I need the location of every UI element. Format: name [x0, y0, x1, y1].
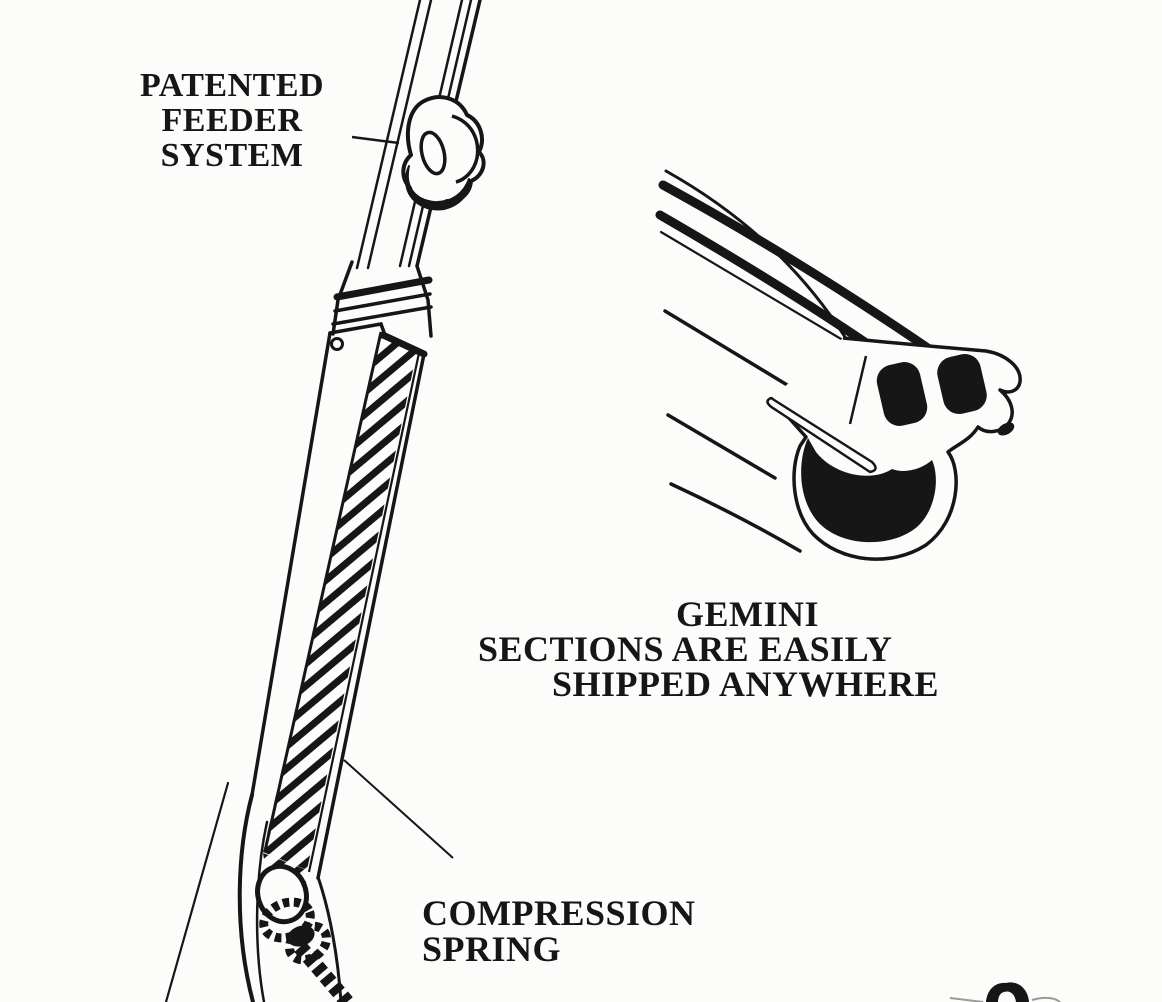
- compression-spring-label: COMPRESSION SPRING: [422, 895, 696, 967]
- spring-leader-line: [343, 759, 454, 859]
- spring-label-line-2: SPRING: [422, 929, 562, 969]
- rope-tail: [294, 942, 353, 1002]
- gemini-cross-section: [766, 336, 1022, 561]
- feeder-label-line-3: SYSTEM: [160, 137, 304, 174]
- furler-tube: [250, 322, 426, 880]
- feeder-label-line-1: PATENTED: [139, 67, 325, 104]
- prefeeder: [401, 95, 486, 211]
- feeder-label-line-2: FEEDER: [161, 102, 303, 139]
- foil-collar: [331, 260, 433, 338]
- slot-liner: [766, 396, 877, 474]
- feeder-leader-line: [351, 135, 400, 145]
- gemini-note-line-1: GEMINI: [676, 594, 820, 634]
- gemini-note-line-3: SHIPPED ANYWHERE: [552, 664, 940, 704]
- cropped-fitting: [949, 982, 1061, 1002]
- spring-label-line-1: COMPRESSION: [422, 893, 696, 933]
- compression-spring-coil: [263, 331, 428, 916]
- feeder-system-label: PATENTED FEEDER SYSTEM: [112, 68, 352, 173]
- gemini-note-line-2: SECTIONS ARE EASILY: [478, 629, 893, 669]
- round-luff-channel: [801, 438, 936, 543]
